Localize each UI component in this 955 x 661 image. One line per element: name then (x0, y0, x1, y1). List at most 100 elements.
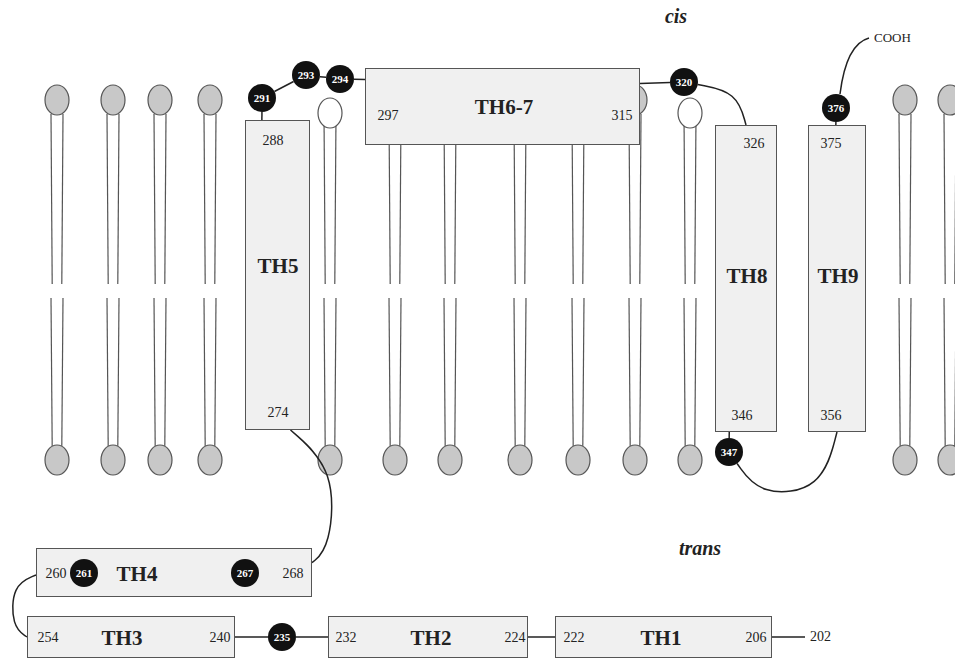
lipid-tail (165, 298, 166, 446)
residue-number: 267 (237, 568, 254, 579)
residue-number: 293 (298, 70, 315, 81)
lipid-head (566, 445, 590, 475)
lipid-tail (324, 298, 325, 446)
lipid-head (318, 98, 342, 128)
loop-connector (354, 79, 365, 81)
residue-number: 254 (38, 631, 59, 645)
helix-box: 375TH9356 (808, 125, 866, 432)
lipid-molecule (893, 85, 917, 475)
lipid-head (678, 98, 702, 128)
residue-number: 206 (746, 631, 767, 645)
lipid-head (678, 445, 702, 475)
lipid-tail (944, 114, 945, 284)
residue-number: 232 (336, 631, 357, 645)
lipid-head (508, 445, 532, 475)
lipid-tail (118, 114, 119, 284)
lipid-tail (324, 114, 325, 284)
loop-connector (737, 432, 837, 492)
lipid-tail (910, 114, 911, 284)
residue-number: 268 (283, 567, 304, 581)
side-label: cis (665, 6, 687, 26)
lipid-molecule (101, 85, 125, 475)
lipid-tail (154, 114, 155, 284)
helix-name: TH5 (258, 256, 299, 277)
loop-connector (274, 81, 293, 91)
helix-box: 232TH2224 (328, 616, 528, 658)
lipid-head (148, 445, 172, 475)
residue-circle: 376 (822, 94, 850, 122)
residue-number: 294 (332, 74, 349, 85)
lipid-head (45, 85, 69, 115)
residue-number: 376 (828, 103, 845, 114)
lipid-tail (525, 298, 526, 446)
residue-number: 202 (810, 630, 831, 644)
lipid-tail (204, 114, 205, 284)
residue-number: 347 (721, 447, 738, 458)
helix-name: TH3 (102, 628, 143, 649)
lipid-tail (118, 298, 119, 446)
lipid-molecule (318, 98, 342, 475)
lipid-head (938, 445, 955, 475)
loop-connector (296, 636, 328, 638)
lipid-molecule (148, 85, 172, 475)
lipid-tail (107, 298, 108, 446)
helix-box: 326TH8346 (715, 125, 777, 432)
residue-number: 346 (732, 409, 753, 423)
leader-line (840, 38, 869, 94)
lipid-head (148, 85, 172, 115)
lipid-tail (695, 298, 696, 446)
residue-circle: 293 (292, 61, 320, 89)
lipid-tail (335, 298, 336, 446)
residue-circle: 320 (670, 68, 698, 96)
residue-circle: 261 (70, 559, 98, 587)
helix-name: TH8 (727, 266, 768, 287)
residue-number: 261 (76, 568, 93, 579)
residue-number: 235 (274, 632, 291, 643)
lipid-head (45, 445, 69, 475)
residue-number: 297 (378, 109, 399, 123)
residue-circle: 347 (715, 438, 743, 466)
lipid-tail (389, 298, 390, 446)
lipid-head (938, 85, 955, 115)
lipid-tail (910, 298, 911, 446)
lipid-tail (215, 298, 216, 446)
lipid-tail (684, 114, 685, 284)
residue-circle: 294 (326, 65, 354, 93)
residue-number: 356 (821, 409, 842, 423)
lipid-tail (514, 298, 515, 446)
lipid-tail (62, 114, 63, 284)
lipid-head (198, 85, 222, 115)
lipid-tail (684, 298, 685, 446)
lipid-tail (583, 298, 584, 446)
lipid-tail (204, 298, 205, 446)
lipid-molecule (198, 85, 222, 475)
terminal-line (772, 636, 805, 638)
loop-connector (235, 636, 268, 638)
lipid-molecule (938, 85, 955, 475)
lipid-tail (695, 114, 696, 284)
loop-connector (291, 430, 332, 563)
lipid-tail (899, 114, 900, 284)
lipid-tail (107, 114, 108, 284)
loop-connector (640, 82, 670, 84)
lipid-tail (51, 114, 52, 284)
residue-number: 288 (263, 134, 284, 148)
lipid-head (383, 445, 407, 475)
loop-connector (261, 112, 263, 120)
helix-name: TH4 (117, 564, 158, 585)
residue-number: 260 (46, 567, 67, 581)
helix-box: 260 TH4 268 261 267 (36, 548, 312, 597)
lipid-tail (455, 298, 456, 446)
loop-connector (698, 85, 746, 125)
helix-box: 222TH1206 (555, 616, 772, 658)
lipid-tail (400, 298, 401, 446)
residue-number: 240 (210, 631, 231, 645)
residue-number: 291 (254, 93, 271, 104)
lipid-molecule (678, 98, 702, 475)
loop-connector (528, 636, 555, 638)
terminus-label: COOH (874, 31, 911, 44)
lipid-tail (51, 298, 52, 446)
residue-circle: 291 (248, 84, 276, 112)
lipid-head (198, 445, 222, 475)
